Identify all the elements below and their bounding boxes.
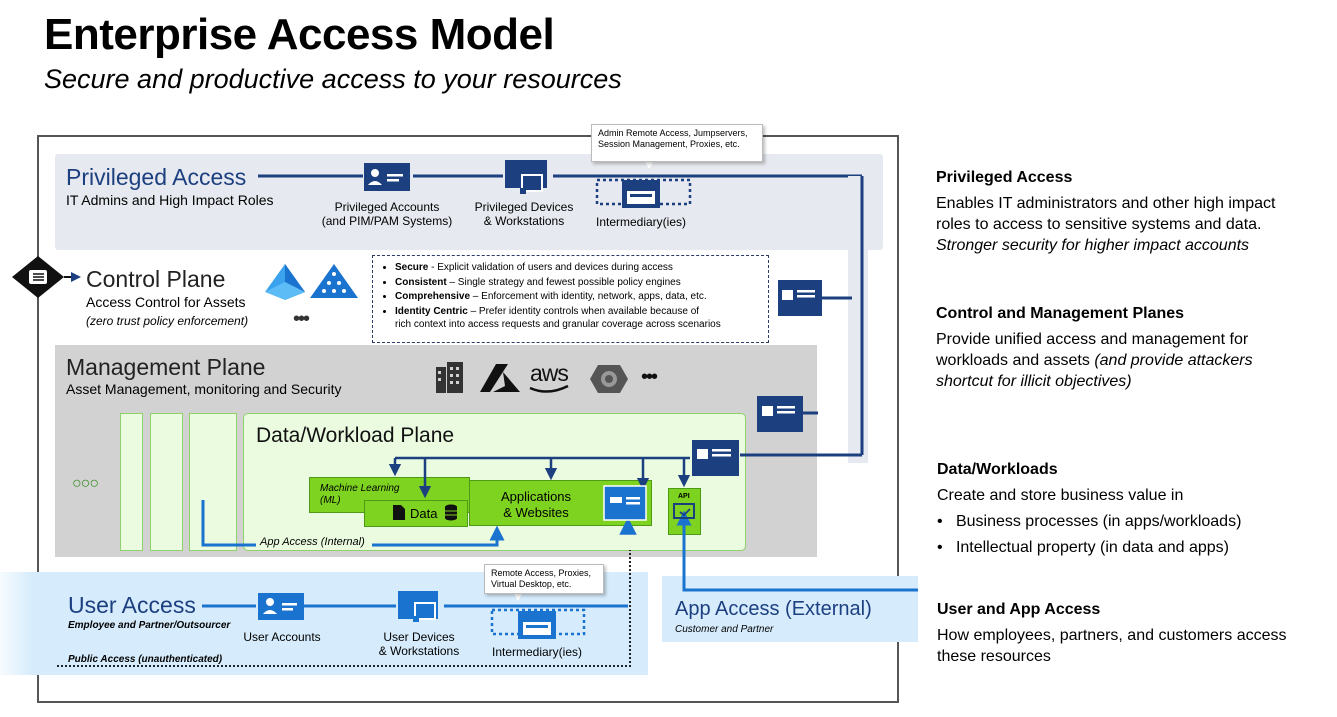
api-icon: [673, 503, 695, 519]
document-icon: [393, 505, 405, 520]
user-callout-pointer: [514, 594, 522, 601]
apps-window-icon: [603, 485, 647, 521]
right-bullet-2: • Intellectual property (in data and app…: [937, 539, 1229, 556]
control-heading: Control Plane: [86, 266, 226, 292]
page-subtitle: Secure and productive access to your res…: [44, 64, 622, 94]
management-column-3: [189, 413, 237, 551]
user-intermediary-label: Intermediary(ies): [491, 645, 583, 659]
user-device-icon: [398, 591, 438, 622]
management-heading: Management Plane: [66, 354, 266, 380]
principle-secure: Secure - Explicit validation of users an…: [395, 261, 760, 276]
control-note: (zero trust policy enforcement): [86, 314, 249, 328]
privileged-heading: Privileged Access: [66, 164, 247, 190]
management-subheading: Asset Management, monitoring and Securit…: [66, 381, 342, 397]
right-section-data: Data/Workloads Create and store business…: [937, 461, 1242, 556]
user-intermediary-icon: [518, 611, 556, 639]
api-label: API: [678, 493, 690, 500]
workload-window-icon: [692, 440, 739, 476]
app-external-band: [662, 576, 918, 642]
app-external-note: Customer and Partner: [675, 624, 774, 635]
privileged-devices-label: Privileged Devices& Workstations: [474, 200, 574, 228]
right-section-privileged: Privileged Access Enables IT administrat…: [936, 169, 1276, 254]
gcp-logo-icon: [590, 365, 628, 393]
external-to-api-arrow: [676, 510, 918, 592]
building-icon: [436, 362, 463, 393]
user-devices-label: User Devices& Workstations: [378, 630, 460, 658]
priv-intermediary-label: Intermediary(ies): [595, 215, 687, 229]
app-access-internal-label: App Access (Internal): [260, 536, 365, 548]
priv-intermediary-callout: Admin Remote Access, Jumpservers,Session…: [591, 124, 763, 162]
management-window-icon: [757, 396, 803, 432]
zero-trust-principles: Secure - Explicit validation of users an…: [372, 255, 769, 343]
user-account-icon: [258, 593, 304, 620]
priv-trunk-sleeve: [848, 176, 868, 463]
model-frame: [37, 135, 899, 703]
principle-identity-centric: Identity Centric – Prefer identity contr…: [395, 305, 760, 320]
user-note: Employee and Partner/Outsourcer: [68, 620, 231, 631]
internal-access-line-a: [201, 500, 256, 547]
priv-intermediary-icon: [622, 180, 660, 208]
control-window-icon: [778, 280, 822, 316]
workload-more-icon: ○○○: [72, 475, 99, 492]
user-accounts-label: User Accounts: [243, 630, 321, 644]
management-more-icon: •••: [641, 366, 658, 388]
control-subheading: Access Control for Assets: [86, 294, 246, 310]
azure-ad-icon: [265, 264, 305, 300]
priv-callout-pointer: [645, 162, 653, 169]
aws-logo: aws: [530, 360, 569, 386]
ml-label: Machine Learning(ML): [320, 483, 400, 506]
right-section-planes: Control and Management Planes Provide un…: [936, 305, 1253, 390]
workload-heading: Data/Workload Plane: [256, 424, 455, 447]
control-more-icon: •••: [293, 308, 310, 330]
right-section-access: User and App Access How employees, partn…: [937, 601, 1287, 665]
privileged-account-icon: [364, 163, 410, 191]
public-access-line: [57, 550, 631, 667]
public-access-label: Public Access (unauthenticated): [68, 654, 223, 665]
principle-identity-centric-cont: rich context into access requests and gr…: [395, 319, 721, 330]
internal-access-line-b: [372, 525, 505, 547]
control-plane-diamond-icon: [12, 256, 81, 298]
azure-logo-icon: [480, 364, 520, 392]
aws-smile-icon: [529, 384, 569, 393]
privileged-accounts-label: Privileged Accounts(and PIM/PAM Systems): [321, 200, 453, 228]
management-column-1: [120, 413, 143, 551]
user-intermediary-callout: Remote Access, Proxies,Virtual Desktop, …: [484, 564, 604, 594]
management-column-2: [150, 413, 183, 551]
database-icon: [445, 504, 457, 521]
user-heading: User Access: [68, 592, 196, 618]
principle-comprehensive: Comprehensive – Enforcement with identit…: [395, 290, 760, 305]
privileged-device-icon: [505, 160, 547, 194]
privileged-band: [55, 154, 883, 250]
right-bullet-1: • Business processes (in apps/workloads): [937, 513, 1242, 530]
data-label: Data: [410, 506, 438, 521]
page-title: Enterprise Access Model: [44, 10, 555, 59]
apps-label: Applications& Websites: [500, 489, 572, 520]
app-external-heading: App Access (External): [675, 598, 872, 620]
azure-ad-ds-icon: [310, 264, 358, 298]
privileged-subheading: IT Admins and High Impact Roles: [66, 192, 274, 208]
principle-consistent: Consistent – Single strategy and fewest …: [395, 276, 760, 291]
